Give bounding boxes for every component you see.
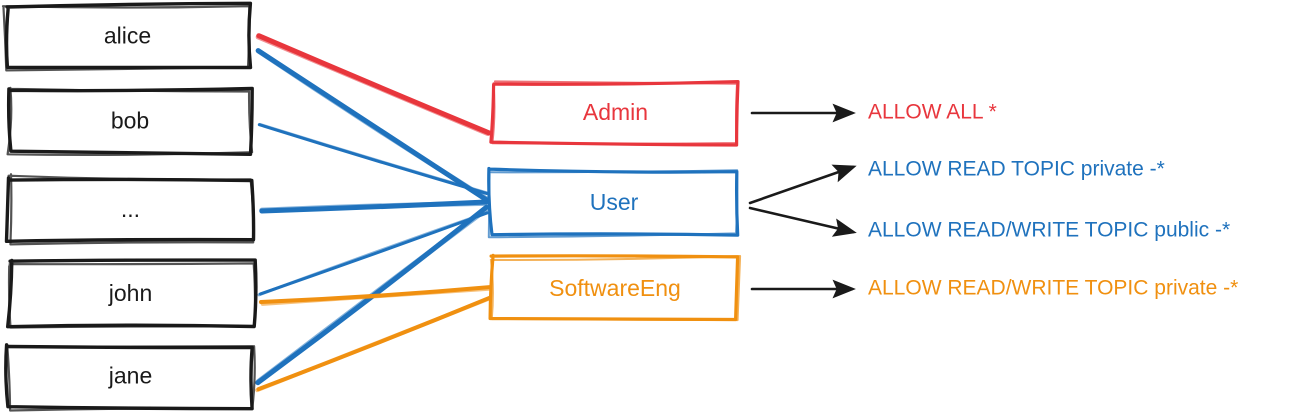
user-box-outline	[1, 5, 251, 72]
permission-perm-readwrite-topic-public: ALLOW READ/WRITE TOPIC public -*	[748, 206, 1230, 242]
link-alice-to-admin	[255, 33, 492, 136]
permission-label: ALLOW READ/WRITE TOPIC public -*	[868, 219, 1230, 242]
user-boxes: alice bob... john jane	[1, 1, 258, 412]
user-box-ellipsis[interactable]: ...	[4, 173, 256, 246]
user-box-fill	[8, 345, 253, 408]
permission-perm-allow-all: ALLOW ALL *	[750, 101, 997, 124]
arrow-right-icon	[748, 164, 857, 205]
user-box-fill	[8, 262, 253, 326]
role-box-label: Admin	[583, 99, 648, 125]
role-assignment-links	[255, 33, 495, 393]
user-box-outline	[6, 344, 256, 412]
permission-perm-readwrite-topic-private: ALLOW READ/WRITE TOPIC private -*	[750, 277, 1238, 300]
user-box-john[interactable]: john	[6, 258, 258, 329]
permission-perm-read-topic-private: ALLOW READ TOPIC private -*	[748, 158, 1165, 205]
user-box-label: bob	[111, 108, 149, 134]
role-box-fill	[492, 258, 738, 320]
role-box-outline	[487, 169, 739, 239]
user-box-alice[interactable]: alice	[1, 1, 253, 72]
user-box-label: ...	[121, 196, 140, 222]
user-box-label: john	[108, 280, 152, 306]
permission-label: ALLOW READ TOPIC private -*	[868, 158, 1165, 181]
user-box-outline	[7, 173, 255, 246]
user-box-jane[interactable]: jane	[4, 343, 256, 412]
arrow-right-icon	[748, 206, 857, 237]
user-box-fill	[8, 178, 253, 242]
role-box-label: SoftwareEng	[549, 275, 681, 301]
user-box-outline	[7, 262, 257, 329]
link-bob-to-user	[257, 122, 489, 195]
role-box-label: User	[590, 189, 639, 215]
link-alice-to-user	[255, 48, 491, 204]
link-john-to-softwareeng	[259, 285, 495, 306]
link-john-to-user	[257, 211, 489, 297]
user-box-outline	[6, 86, 254, 157]
role-box-admin[interactable]: Admin	[489, 80, 740, 147]
permission-label: ALLOW READ/WRITE TOPIC private -*	[868, 277, 1238, 300]
user-box-fill	[5, 5, 250, 68]
role-box-fill	[490, 171, 738, 235]
role-box-fill	[493, 82, 738, 144]
user-box-label: alice	[104, 23, 151, 49]
role-box-softwareeng[interactable]: SoftwareEng	[488, 253, 742, 322]
role-box-outline	[489, 255, 742, 322]
link-ellipsis-to-user	[259, 199, 489, 214]
role-box-outline	[489, 80, 740, 147]
role-box-outline	[491, 80, 738, 145]
role-box-user[interactable]: User	[487, 166, 740, 239]
permission-statements: ALLOW ALL * ALLOW READ TOPIC private -* AL…	[748, 101, 1238, 300]
user-box-bob[interactable]: bob	[6, 86, 254, 157]
user-box-outline	[4, 1, 253, 70]
link-jane-to-softwareeng	[255, 294, 494, 393]
permission-label: ALLOW ALL *	[868, 101, 997, 124]
user-box-label: jane	[108, 363, 152, 389]
user-box-fill	[10, 90, 250, 153]
